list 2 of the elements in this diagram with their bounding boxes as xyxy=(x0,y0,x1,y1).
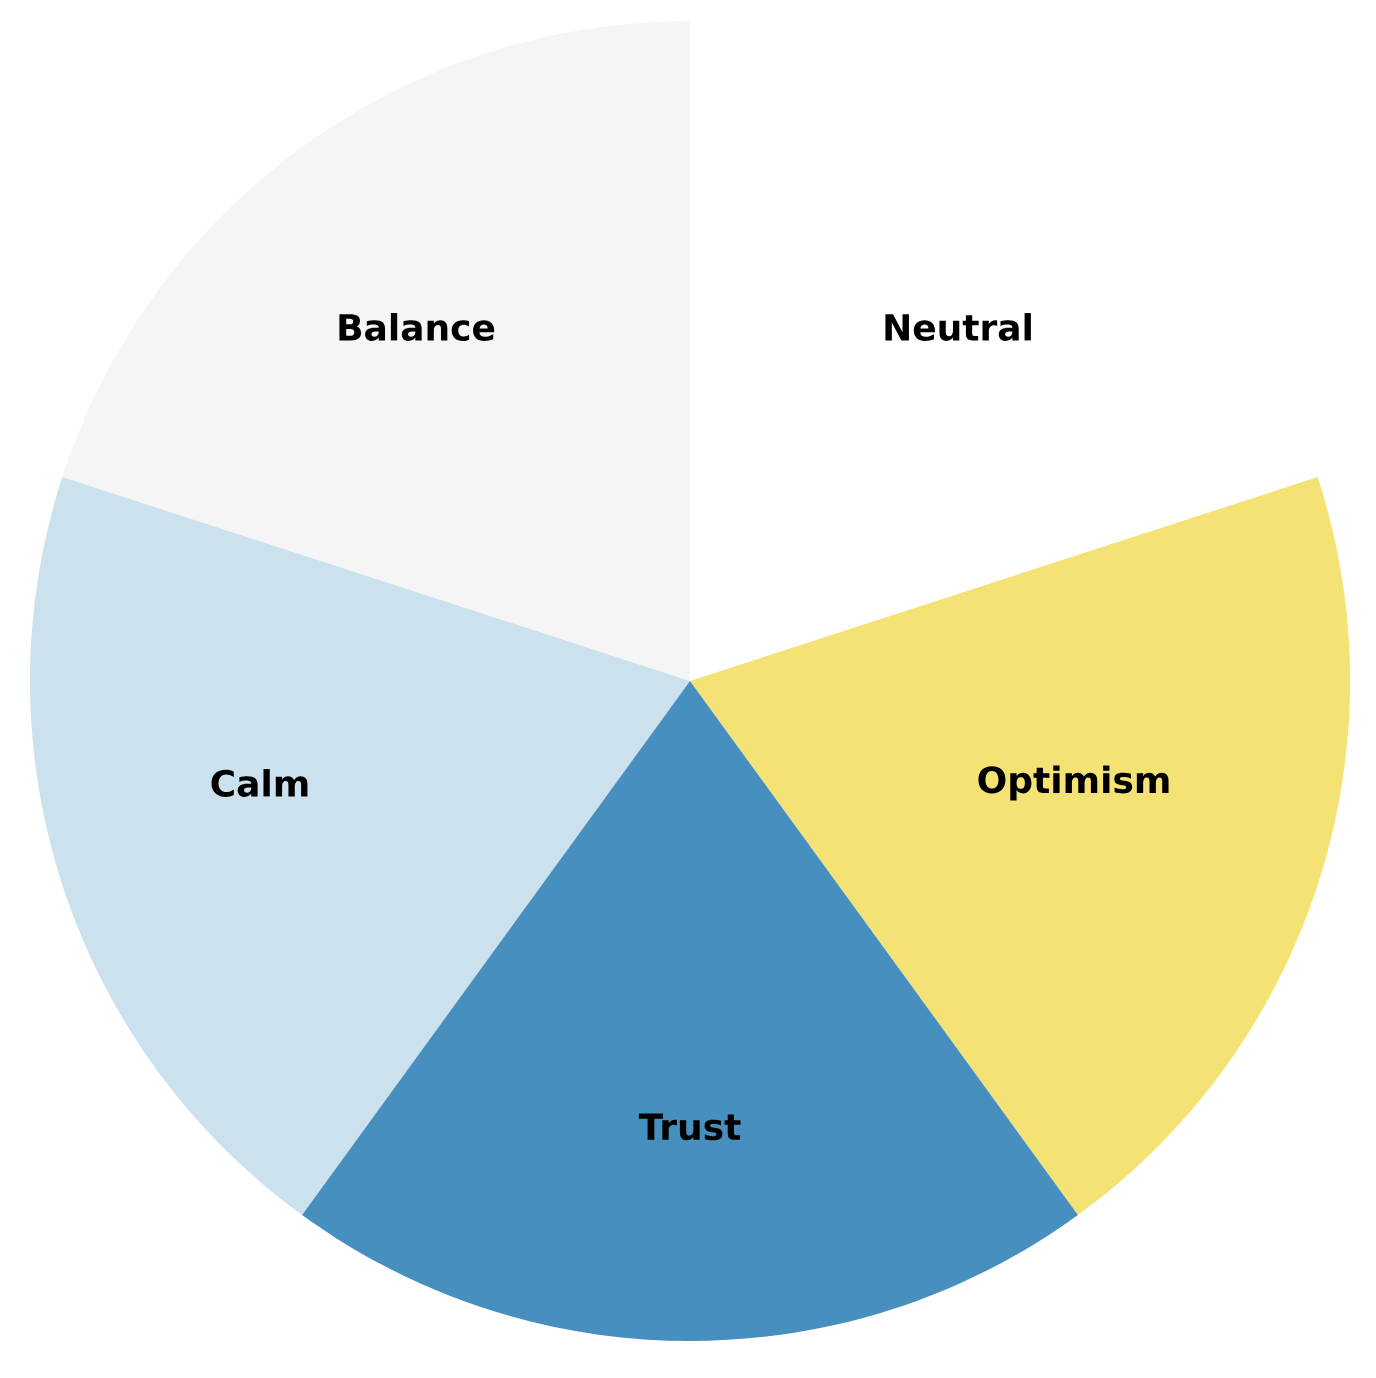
pie-slice: Balance xyxy=(62,21,690,681)
slice-label: Neutral xyxy=(885,313,1031,341)
